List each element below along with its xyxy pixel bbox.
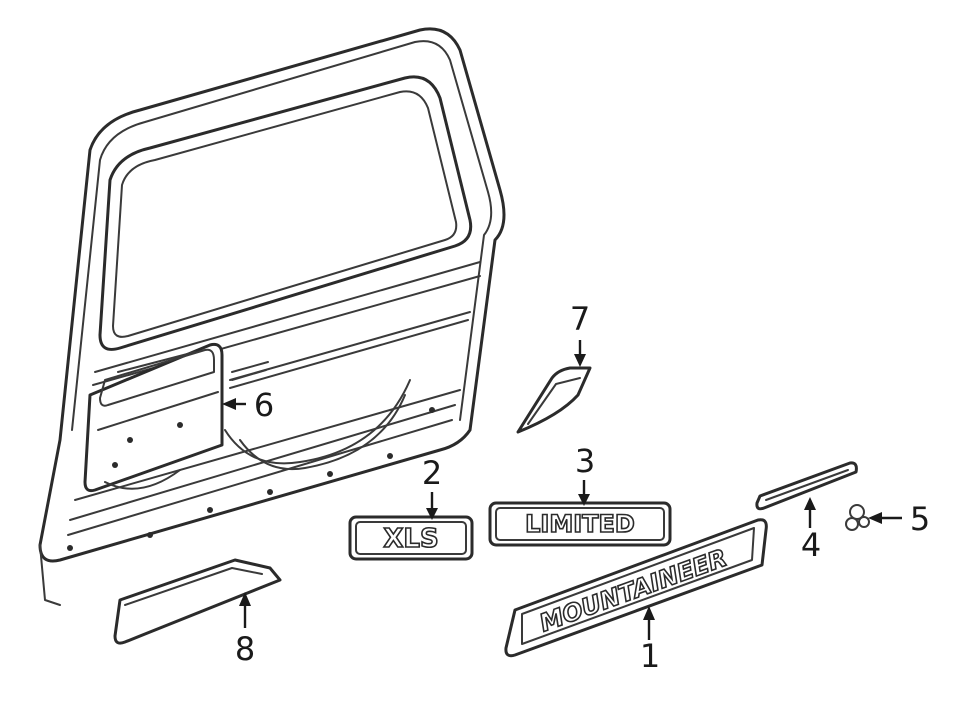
callout-4: 4	[801, 526, 821, 564]
callout-labels: 1 2 3 4 5 6 7 8	[235, 300, 930, 675]
limited-emblem-text: LIMITED	[525, 510, 635, 538]
callout-8: 8	[235, 630, 255, 668]
callout-5: 5	[910, 500, 930, 538]
small-molding	[755, 461, 858, 511]
callout-6: 6	[254, 386, 274, 424]
callout-7: 7	[570, 300, 590, 338]
license-plate-housing	[83, 343, 224, 493]
pillar-trim	[516, 366, 592, 434]
callout-3: 3	[575, 442, 595, 480]
xls-emblem-text: XLS	[383, 524, 438, 554]
limited-emblem: LIMITED	[488, 501, 672, 547]
callout-1: 1	[640, 637, 660, 675]
lower-applique	[113, 558, 282, 645]
clip	[845, 504, 870, 531]
xls-emblem: XLS	[348, 515, 474, 561]
callout-2: 2	[422, 454, 442, 492]
callout-arrows	[222, 340, 902, 640]
